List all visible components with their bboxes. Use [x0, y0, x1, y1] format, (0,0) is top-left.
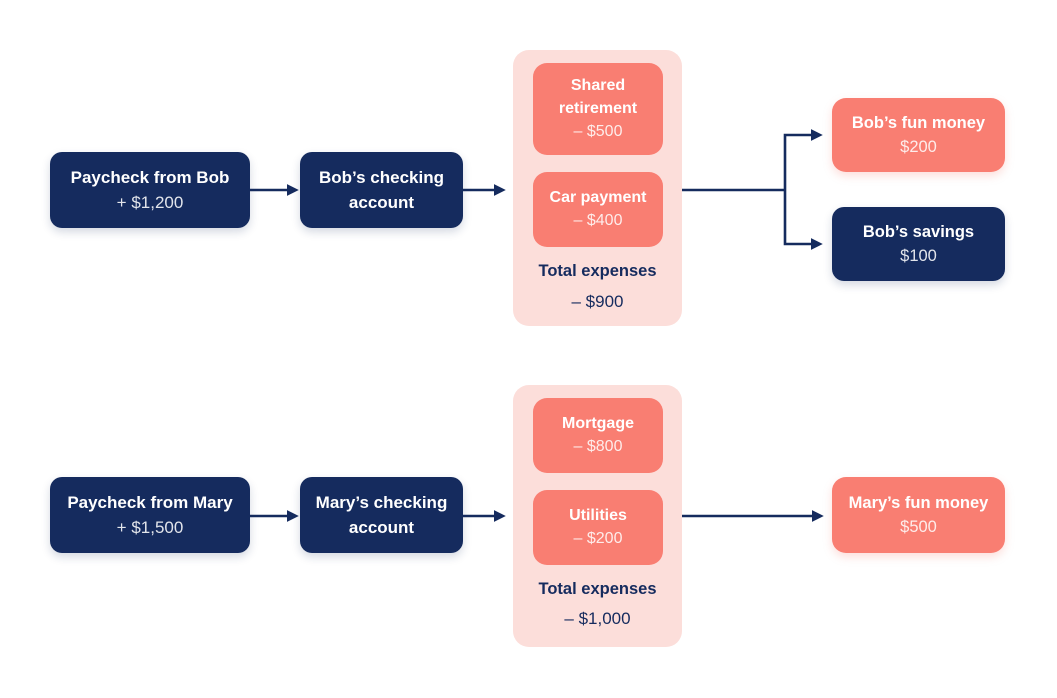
node-bob-fun-money: Bob’s fun money $200: [832, 98, 1005, 172]
node-title: Bob’s fun money: [851, 113, 986, 132]
node-bob-savings: Bob’s savings $100: [832, 207, 1005, 281]
node-title: Bob’s savings: [862, 222, 975, 241]
node-bob-checking-account: Bob’s checking account: [300, 152, 463, 228]
expense-title: Mortgage: [562, 415, 634, 432]
node-title: Paycheck from Bob: [70, 167, 230, 187]
expense-shared-retirement: Shared retirement – $500: [533, 63, 663, 155]
panel-mary-expenses: Mortgage – $800 Utilities – $200 Total e…: [513, 385, 682, 647]
node-mary-paycheck: Paycheck from Mary + $1,500: [50, 477, 250, 553]
node-amount: $200: [900, 137, 937, 156]
node-mary-fun-money: Mary’s fun money $500: [832, 477, 1005, 553]
expense-amount: – $200: [573, 530, 623, 547]
node-title: Mary’s fun money: [848, 493, 989, 512]
expense-car-payment: Car payment – $400: [533, 172, 663, 247]
node-amount: $500: [900, 517, 937, 536]
expense-title: Car payment: [549, 189, 647, 206]
expense-title: Shared retirement: [558, 77, 638, 117]
expense-title: Utilities: [569, 507, 627, 524]
expense-amount: – $500: [573, 123, 623, 140]
node-title: Paycheck from Mary: [67, 492, 233, 512]
panel-bob-expenses: Shared retirement – $500 Car payment – $…: [513, 50, 682, 326]
node-bob-paycheck: Paycheck from Bob + $1,200: [50, 152, 250, 228]
node-title: Bob’s checking account: [318, 168, 444, 212]
expense-amount: – $800: [573, 438, 623, 455]
node-amount: $100: [900, 246, 937, 265]
node-title: Mary’s checking account: [315, 493, 448, 537]
arrow-bob-branch-to-fun-money: [783, 129, 823, 190]
total-expenses-label: Total expenses: [538, 580, 657, 598]
total-expenses-amount: – $900: [571, 292, 624, 311]
expense-amount: – $400: [573, 212, 623, 229]
node-amount: + $1,200: [116, 192, 184, 212]
arrow-bob-branch-to-savings: [783, 190, 823, 250]
total-expenses-label: Total expenses: [538, 262, 657, 280]
node-amount: + $1,500: [116, 517, 184, 537]
total-expenses-amount: – $1,000: [564, 609, 631, 628]
expense-utilities: Utilities – $200: [533, 490, 663, 565]
expense-mortgage: Mortgage – $800: [533, 398, 663, 473]
node-mary-checking-account: Mary’s checking account: [300, 477, 463, 553]
